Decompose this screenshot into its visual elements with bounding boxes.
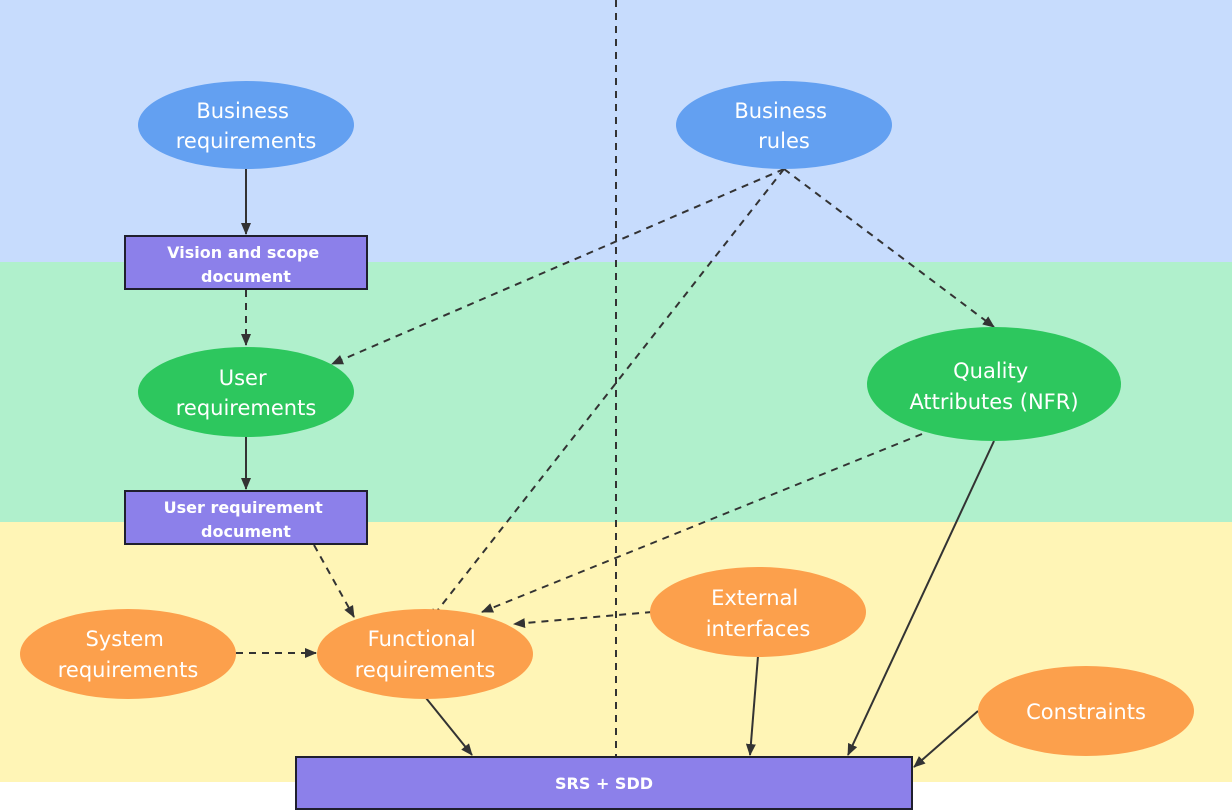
vision-scope-line1: Vision and scope [167,243,319,262]
business-rules-line2: rules [758,129,810,153]
business-rules-line1: Business [734,99,827,123]
edge-quality-to-srs [847,440,995,756]
business-rules-node: Business rules [676,81,892,169]
user-requirement-doc-line2: document [201,522,291,541]
system-requirements-node: System requirements [20,609,236,699]
edge-rules-to-quality [783,168,995,328]
constraints-line1: Constraints [1026,700,1146,724]
constraints-node: Constraints [978,666,1194,756]
edge-external-to-functional [513,611,653,629]
system-requirements-line1: System [86,627,164,651]
srs-sdd-label: SRS + SDD [555,774,653,793]
edge-external-to-srs [745,655,759,756]
external-interfaces-line1: External [711,586,798,610]
svg-text:Functional requirements: Functional requirements [355,627,496,682]
edge-functional-to-srs [425,697,473,756]
svg-text:External interfaces: External interfaces [706,586,811,641]
svg-text:SRS + SDD: SRS + SDD [555,774,653,793]
vision-scope-document-box: Vision and scope document [124,235,368,290]
external-interfaces-line2: interfaces [706,617,811,641]
user-requirement-doc-line1: User requirement [164,498,324,517]
user-requirements-line1: User [219,366,267,390]
svg-text:Business requirements: Business requirements [176,99,317,153]
srs-sdd-box: SRS + SDD [295,756,913,810]
svg-text:Business rules: Business rules [734,99,833,153]
edge-constraints-to-srs [913,710,979,768]
svg-text:Quality Attributes (NFR): Quality Attributes (NFR) [909,359,1078,414]
edge-rules-to-functional [429,168,785,621]
quality-attributes-line2: Attributes (NFR) [909,390,1078,414]
user-requirement-document-box: User requirement document [124,490,368,545]
quality-attributes-node: Quality Attributes (NFR) [867,327,1121,441]
functional-requirements-line1: Functional [368,627,476,651]
business-requirements-line1: Business [196,99,289,123]
business-requirements-line2: requirements [176,129,317,153]
svg-text:System requirements: System requirements [58,627,199,682]
quality-attributes-line1: Quality [953,359,1028,383]
business-requirements-node: Business requirements [138,81,354,169]
functional-requirements-line2: requirements [355,658,496,682]
svg-text:User requirements: User requirements [176,366,317,420]
edge-quality-to-functional [481,433,923,613]
svg-text:User requirement documen: User requirement document [164,498,329,541]
edge-user-doc-to-functional [313,544,355,618]
svg-text:Vision and scope documen: Vision and scope document [167,243,325,286]
external-interfaces-node: External interfaces [650,567,866,657]
edges [236,168,995,768]
edge-rules-to-user-req [331,168,785,365]
vision-scope-line2: document [201,267,291,286]
svg-text:Constraints: Constraints [1026,700,1146,724]
functional-requirements-node: Functional requirements [317,609,533,699]
user-requirements-line2: requirements [176,396,317,420]
system-requirements-line2: requirements [58,658,199,682]
user-requirements-node: User requirements [138,347,354,437]
